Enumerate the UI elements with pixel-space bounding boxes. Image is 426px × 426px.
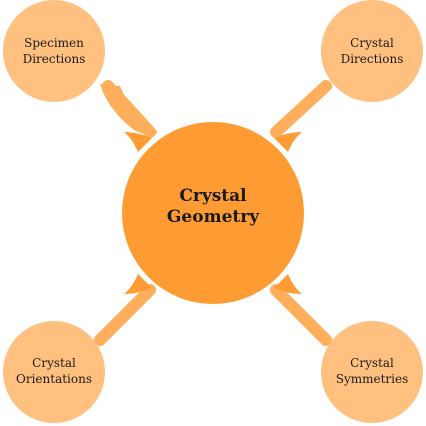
connector-bottom-left [94,284,156,346]
child-label-specimen-directions: Specimen Directions [22,36,86,66]
center-node-label: Crystal Geometry [166,186,260,228]
center-node [122,122,304,304]
connector-bottom-right [270,284,332,346]
connector-top-left [100,80,158,138]
child-node-crystal-orientations [3,321,105,423]
child-node-specimen-directions [3,0,105,102]
child-label-crystal-orientations: Crystal Orientations [16,356,92,386]
child-node-crystal-symmetries [321,321,423,423]
child-label-crystal-symmetries: Crystal Symmetries [335,356,409,386]
child-node-crystal-directions [321,0,423,102]
connector-top-right [270,80,332,138]
child-label-crystal-directions: Crystal Directions [340,36,404,66]
